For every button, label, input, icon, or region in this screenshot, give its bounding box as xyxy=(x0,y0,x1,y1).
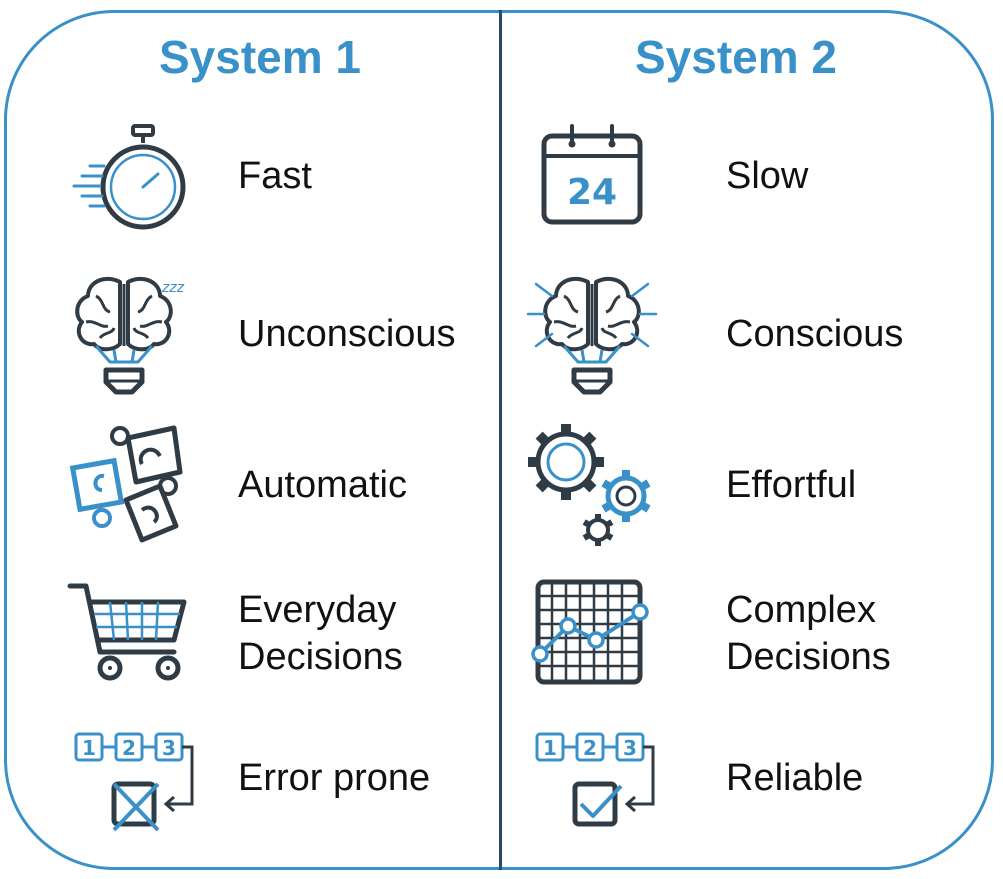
system1-label-5: Error prone xyxy=(238,757,431,799)
puzzle-pieces-icon xyxy=(69,420,190,555)
stopwatch-icon xyxy=(70,124,190,239)
system2-label-3: Effortful xyxy=(726,464,857,506)
step-number-2: 2 xyxy=(122,736,136,760)
steps-checked-box-icon: 1 2 3 xyxy=(535,730,660,840)
line-chart-icon xyxy=(526,578,651,693)
system2-label-2: Conscious xyxy=(726,313,904,355)
step-number-3: 3 xyxy=(623,736,637,760)
step-number-2: 2 xyxy=(583,736,597,760)
column-divider xyxy=(499,10,502,870)
system1-label-2: Unconscious xyxy=(238,313,456,355)
shopping-cart-icon xyxy=(66,580,191,690)
system2-title: System 2 xyxy=(634,31,837,83)
steps-crossed-box-icon: 1 2 3 xyxy=(74,730,199,840)
shining-brain-bulb-icon xyxy=(522,262,662,407)
system1-label-4: Everyday Decisions xyxy=(238,589,403,678)
system1-label-1: Fast xyxy=(238,155,312,197)
step-number-3: 3 xyxy=(162,736,176,760)
system2-label-5: Reliable xyxy=(726,757,864,799)
sleeping-brain-bulb-icon: zzz xyxy=(70,262,200,407)
gears-icon xyxy=(526,422,656,557)
system1-title: System 1 xyxy=(158,31,361,83)
system2-label-1: Slow xyxy=(726,155,809,197)
system2-label-4: Complex Decisions xyxy=(726,589,891,678)
sleep-zzz-text: zzz xyxy=(161,280,185,296)
calendar-day-number: 24 xyxy=(567,172,617,213)
calendar-icon: 24 xyxy=(540,124,650,234)
step-number-1: 1 xyxy=(543,736,557,760)
system1-label-3: Automatic xyxy=(238,464,407,506)
step-number-1: 1 xyxy=(82,736,96,760)
